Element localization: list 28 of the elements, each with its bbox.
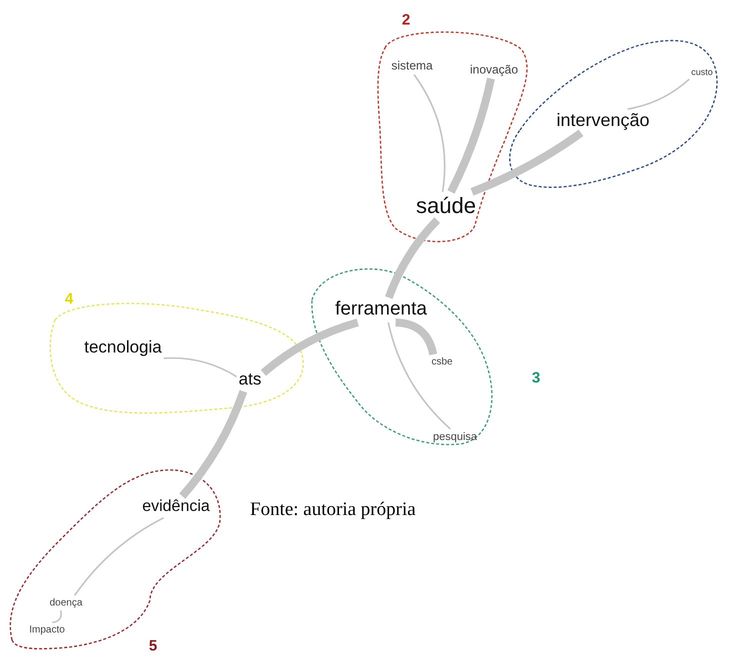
cluster-number: 5 — [148, 638, 158, 654]
cluster-number: 4 — [64, 292, 74, 306]
keyword-label: saúde — [416, 194, 476, 218]
keyword-label: ferramenta — [335, 300, 427, 320]
keyword-label: csbe — [431, 356, 453, 368]
keyword-label: doença — [50, 598, 82, 608]
keyword-label: pesquisa — [432, 430, 478, 444]
connector-line — [74, 517, 164, 596]
connector-line — [387, 322, 451, 430]
connector-line — [413, 74, 446, 192]
keyword-label: tecnologia — [84, 338, 162, 358]
keyword-label: evidência — [142, 498, 210, 516]
keyword-label: sistema — [391, 59, 433, 73]
keyword-label: custo — [691, 68, 713, 78]
keyword-label: intervenção — [556, 111, 650, 131]
keyword-label: inovação — [470, 63, 518, 77]
connector-line — [179, 390, 248, 499]
cluster-number: 2 — [402, 12, 410, 28]
cluster-number: 3 — [532, 370, 540, 386]
keyword-label: Impacto — [29, 624, 65, 636]
caption: Fonte: autoria própria — [250, 499, 416, 521]
keyword-label: ats — [238, 370, 262, 390]
connector-line — [385, 217, 440, 299]
connector-line — [52, 610, 62, 624]
connector-line — [627, 78, 690, 110]
connector-line — [164, 357, 238, 378]
connector-line — [447, 78, 495, 194]
connector-line — [470, 130, 584, 196]
